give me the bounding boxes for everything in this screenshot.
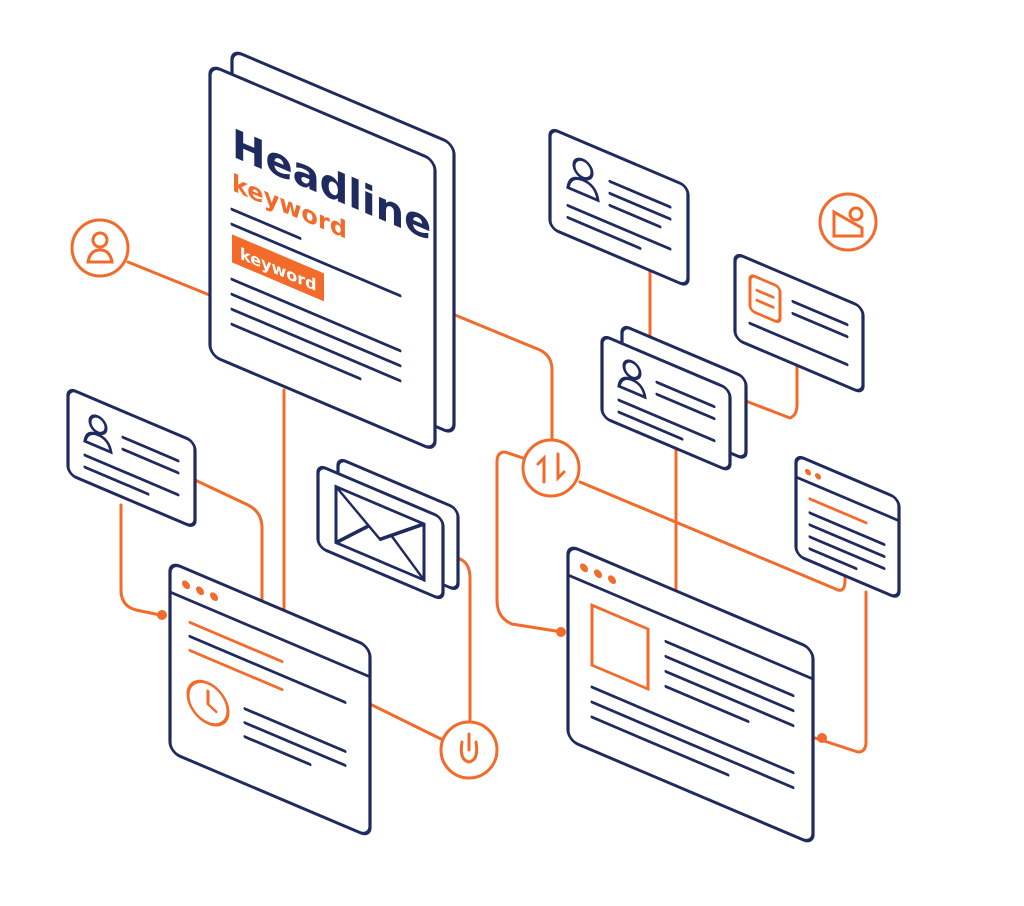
headline-document: Headline keyword keyword xyxy=(208,51,456,449)
user-circle-icon xyxy=(70,218,130,278)
clock-icon xyxy=(186,679,230,727)
info-card-right xyxy=(733,253,865,393)
sync-arrows-circle-icon xyxy=(521,438,581,498)
profile-card-middle xyxy=(600,325,748,471)
browser-window-right xyxy=(566,546,815,843)
image-placeholder xyxy=(590,603,650,692)
image-circle-icon xyxy=(818,192,878,252)
keyword-badge xyxy=(232,234,324,302)
envelope-card xyxy=(316,458,460,600)
connector-dot xyxy=(157,610,167,620)
browser-window-left xyxy=(168,563,372,836)
profile-card-top xyxy=(548,128,690,286)
profile-card-left xyxy=(66,388,197,527)
mail-icon xyxy=(334,484,426,583)
small-document-right xyxy=(794,455,901,598)
power-circle-icon xyxy=(439,720,499,780)
connectors xyxy=(119,223,868,754)
connector-dot xyxy=(556,627,566,637)
connector-dot xyxy=(817,733,827,743)
